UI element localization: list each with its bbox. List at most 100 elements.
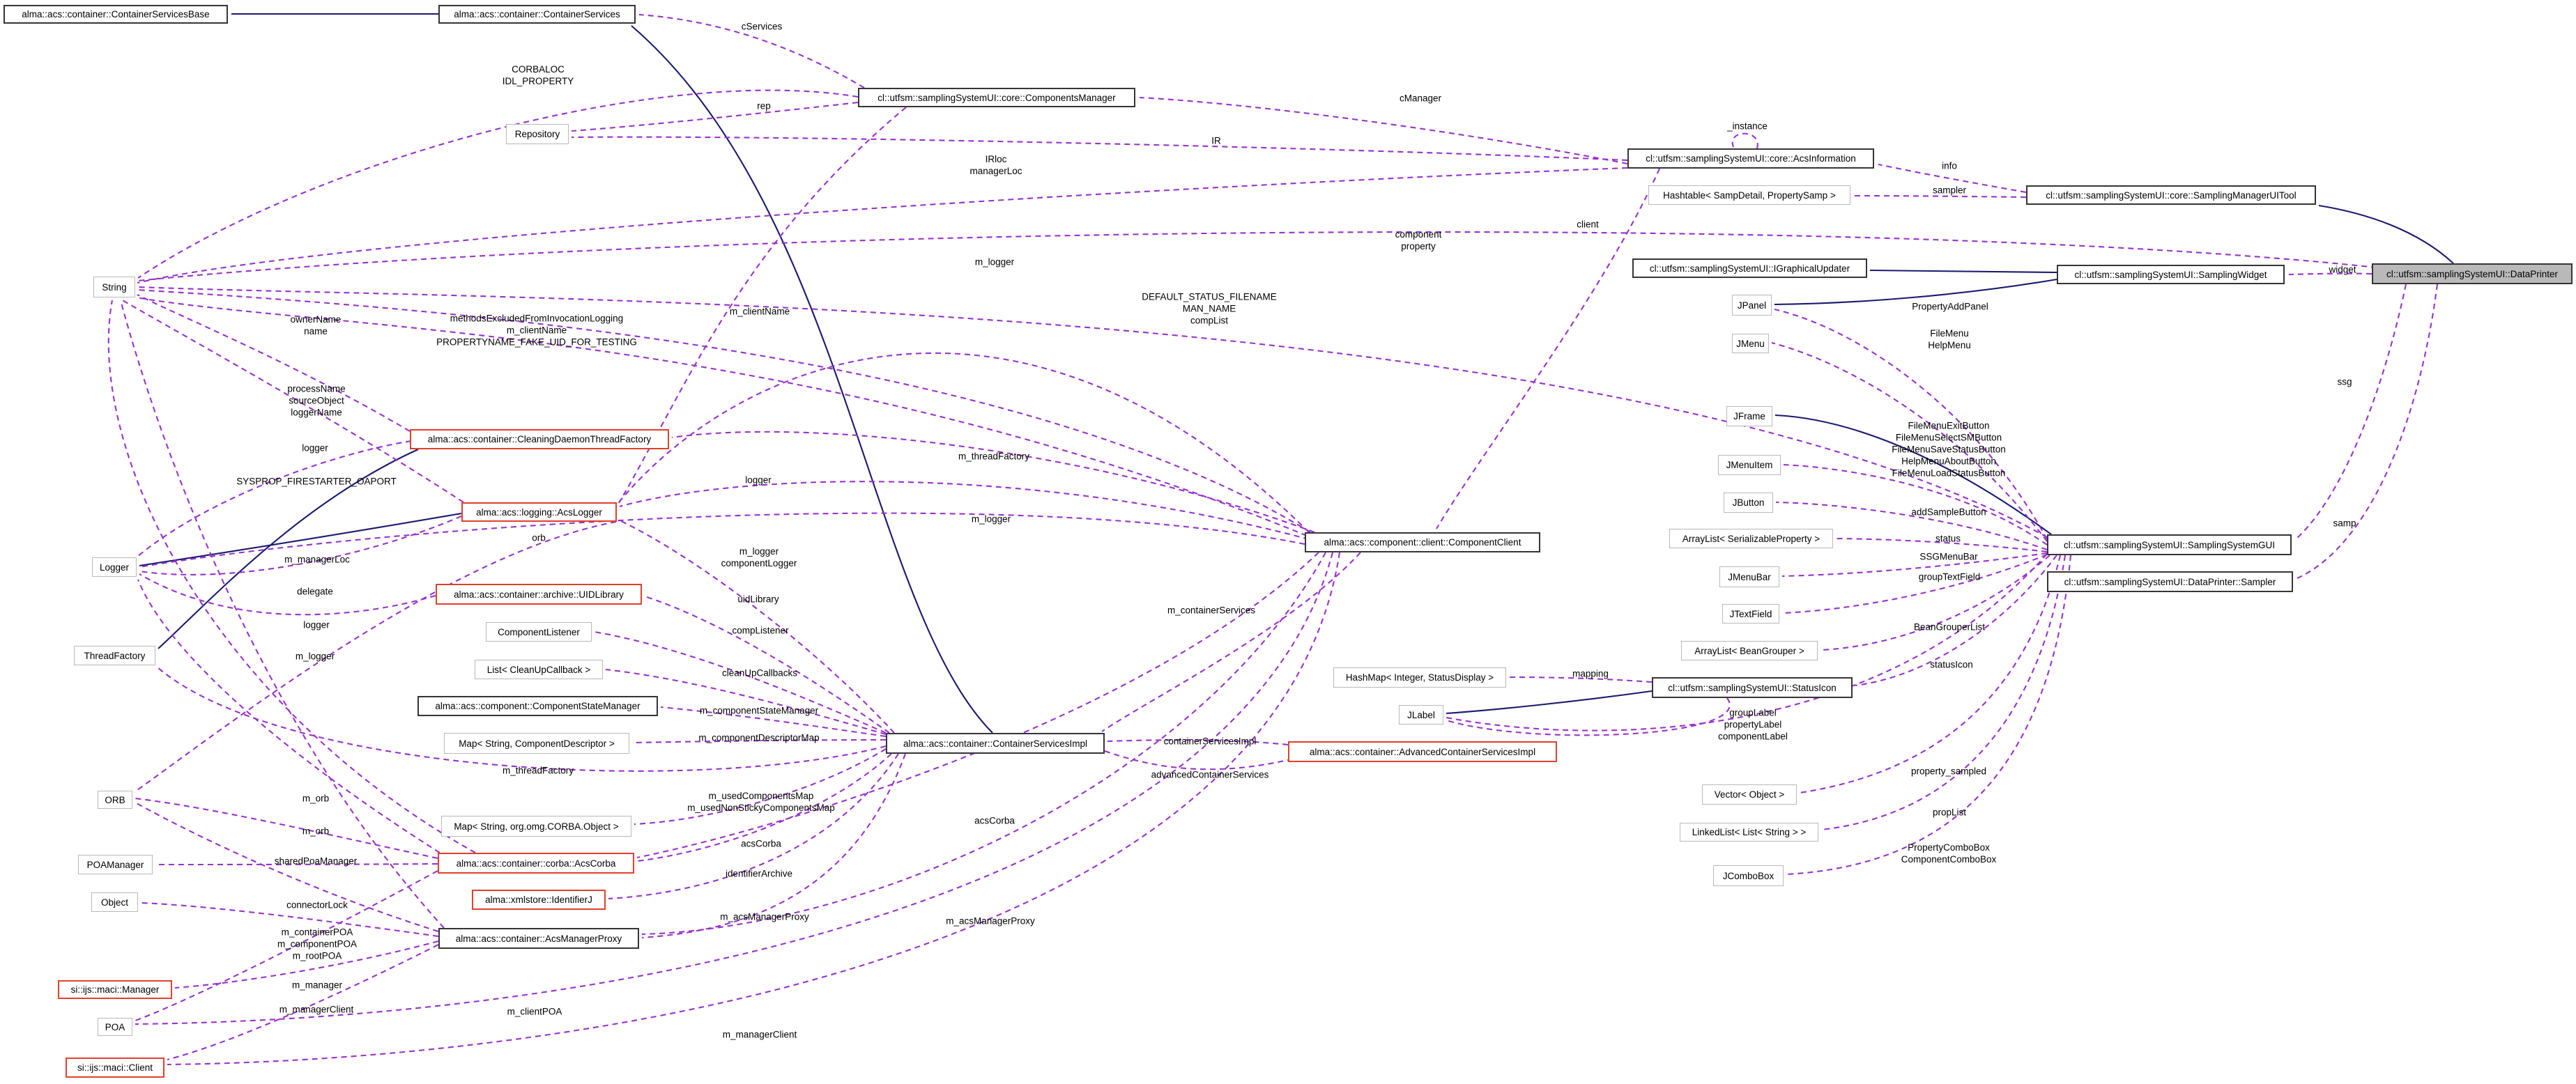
class-node-jframe[interactable]: JFrame (1726, 406, 1772, 426)
class-node-container-services[interactable]: alma::acs::container::ContainerServices (438, 5, 636, 24)
edge-sampling-system-gui-to-jpanel (1774, 308, 2048, 540)
edge-label: rep (757, 100, 771, 111)
class-node-arraylist-serializable-property[interactable]: ArrayList< SerializableProperty > (1669, 529, 1833, 548)
edge-label: BeanGrouperList (1913, 621, 1986, 633)
class-node-hashtable-sampdetail[interactable]: Hashtable< SampDetail, PropertySamp > (1648, 185, 1850, 205)
edge-sampling-system-gui-to-jtextfield (1781, 554, 2048, 614)
edge-cleaning-daemon-thread-factory-to-logger (137, 440, 412, 557)
class-node-component-client[interactable]: alma::acs::component::client::ComponentC… (1305, 532, 1540, 552)
edge-label: ssg (2337, 376, 2352, 387)
edge-component-client-to-poa (135, 552, 1334, 1025)
class-node-arraylist-bean-grouper[interactable]: ArrayList< BeanGrouper > (1681, 641, 1818, 660)
class-node-container-services-base[interactable]: alma::acs::container::ContainerServicesB… (3, 5, 228, 24)
edge-label: groupTextField (1918, 571, 1981, 582)
edge-container-services-impl-to-acs-logger (619, 520, 895, 734)
class-node-identifier-j[interactable]: alma::xmlstore::IdentifierJ (472, 890, 606, 910)
class-node-component-state-manager[interactable]: alma::acs::component::ComponentStateMana… (417, 696, 658, 716)
edge-label: acsCorba (741, 838, 781, 849)
class-node-acs-logger[interactable]: alma::acs::logging::AcsLogger (461, 502, 617, 522)
edge-acs-corba-to-poa-manager (155, 862, 438, 866)
class-node-uid-library[interactable]: alma::acs::container::archive::UIDLibrar… (436, 584, 642, 605)
class-node-sampling-widget[interactable]: cl::utfsm::samplingSystemUI::SamplingWid… (2057, 265, 2285, 284)
class-node-list-cleanup-callback[interactable]: List< CleanUpCallback > (475, 660, 603, 679)
class-node-advanced-container-services-impl[interactable]: alma::acs::container::AdvancedContainerS… (1288, 741, 1557, 762)
class-node-jlabel[interactable]: JLabel (1399, 705, 1443, 725)
edge-acs-logger-to-logger (139, 516, 462, 575)
class-node-linkedlist-list-string[interactable]: LinkedList< List< String > > (1680, 823, 1818, 842)
class-node-components-manager[interactable]: cl::utfsm::samplingSystemUI::core::Compo… (858, 88, 1135, 107)
edge-data-printer-to-data-printer-sampler (2297, 284, 2439, 579)
edge-label: cServices (741, 21, 783, 32)
edge-label: m_managerClient (279, 1004, 354, 1015)
class-node-maci-manager[interactable]: si::ijs::maci::Manager (58, 980, 172, 999)
class-node-orb[interactable]: ORB (98, 791, 132, 809)
edge-components-manager-to-string (137, 89, 859, 279)
edge-acs-information-to-acs-information (1731, 132, 1758, 149)
edge-acs-manager-proxy-to-string (119, 300, 445, 929)
class-node-igraphical-updater[interactable]: cl::utfsm::samplingSystemUI::IGraphicalU… (1632, 258, 1867, 278)
edge-label: m_logger (295, 651, 335, 662)
class-node-data-printer[interactable]: cl::utfsm::samplingSystemUI::DataPrinter (2372, 263, 2573, 284)
class-node-status-icon[interactable]: cl::utfsm::samplingSystemUI::StatusIcon (1652, 677, 1853, 698)
edge-label: m_logger (974, 256, 1015, 268)
class-node-poa[interactable]: POA (98, 1018, 132, 1036)
edge-acs-corba-to-string (107, 300, 476, 853)
class-node-object[interactable]: Object (91, 892, 138, 912)
edge-label: m_acsManagerProxy (720, 911, 809, 922)
edge-status-icon-to-jlabel (1446, 697, 1731, 736)
class-node-maci-client[interactable]: si::ijs::maci::Client (66, 1058, 164, 1078)
edge-component-client-to-container-services-impl (1101, 552, 1361, 732)
class-node-component-listener[interactable]: ComponentListener (486, 622, 592, 642)
edge-label: m_threadFactory (502, 765, 574, 776)
class-node-jmenubar[interactable]: JMenuBar (1719, 566, 1779, 587)
class-node-sampling-manager-uitool[interactable]: cl::utfsm::samplingSystemUI::core::Sampl… (2026, 185, 2316, 205)
class-node-sampling-system-gui[interactable]: cl::utfsm::samplingSystemUI::SamplingSys… (2047, 534, 2292, 555)
edge-sampling-system-gui-to-jframe (1774, 414, 2052, 535)
edge-container-services-impl-to-thread-factory (156, 666, 887, 772)
class-node-jpanel[interactable]: JPanel (1732, 295, 1772, 316)
class-node-jmenuitem[interactable]: JMenuItem (1718, 455, 1781, 475)
edge-component-client-to-maci-client (167, 552, 1341, 1066)
edge-container-services-impl-to-map-component-descriptor (631, 738, 887, 744)
edge-label: info (1942, 160, 1957, 171)
class-node-thread-factory[interactable]: ThreadFactory (74, 646, 155, 665)
class-node-repository[interactable]: Repository (506, 124, 569, 144)
edge-container-services-impl-to-uid-library (644, 596, 890, 734)
class-node-jbutton[interactable]: JButton (1724, 493, 1773, 513)
edge-label: m_logger (971, 513, 1011, 525)
edge-label: FileMenuExitButton FileMenuSelectSMButto… (1892, 420, 2006, 479)
class-node-data-printer-sampler[interactable]: cl::utfsm::samplingSystemUI::DataPrinter… (2047, 571, 2293, 592)
class-node-logger[interactable]: Logger (92, 557, 137, 577)
class-node-container-services-impl[interactable]: alma::acs::container::ContainerServicesI… (886, 733, 1105, 754)
edge-acs-logger-to-orb (134, 520, 617, 793)
edge-component-client-to-string (137, 288, 1311, 533)
class-node-jcombobox[interactable]: JComboBox (1713, 865, 1784, 886)
class-node-acs-corba[interactable]: alma::acs::container::corba::AcsCorba (438, 853, 634, 874)
class-node-acs-information[interactable]: cl::utfsm::samplingSystemUI::core::AcsIn… (1627, 148, 1874, 169)
class-node-poa-manager[interactable]: POAManager (78, 855, 153, 874)
edge-container-services-impl-to-list-cleanup-callback (605, 668, 887, 736)
edge-acs-logger-to-string (121, 299, 464, 503)
edge-acs-information-to-repository (571, 136, 1628, 162)
class-node-jmenu[interactable]: JMenu (1732, 334, 1769, 353)
edge-container-services-impl-to-map-corba-object (634, 748, 887, 826)
edge-sampling-manager-uitool-to-acs-information (1878, 163, 2027, 194)
edge-label: sampler (1932, 185, 1967, 196)
class-node-vector-object[interactable]: Vector< Object > (1702, 784, 1797, 805)
class-node-string[interactable]: String (93, 277, 135, 297)
edge-label: logger (745, 474, 772, 486)
edge-components-manager-to-repository (571, 101, 859, 132)
class-node-hashmap-statusdisplay[interactable]: HashMap< Integer, StatusDisplay > (1333, 667, 1506, 688)
class-node-jtextfield[interactable]: JTextField (1722, 604, 1779, 624)
class-node-map-component-descriptor[interactable]: Map< String, ComponentDescriptor > (444, 733, 629, 754)
class-node-acs-manager-proxy[interactable]: alma::acs::container::AcsManagerProxy (438, 928, 639, 949)
edge-label: widget (2329, 264, 2356, 275)
class-node-map-corba-object[interactable]: Map< String, org.omg.CORBA.Object > (441, 816, 631, 837)
edge-sampling-widget-to-jpanel (1774, 278, 2057, 306)
edge-label: m_clientPOA (507, 1006, 562, 1017)
edge-sampling-system-gui-to-arraylist-bean-grouper (1820, 555, 2050, 651)
edge-label: mapping (1572, 668, 1609, 679)
class-node-cleaning-daemon-thread-factory[interactable]: alma::acs::container::CleaningDaemonThre… (410, 429, 669, 449)
edge-label: m_acsManagerProxy (946, 915, 1035, 927)
